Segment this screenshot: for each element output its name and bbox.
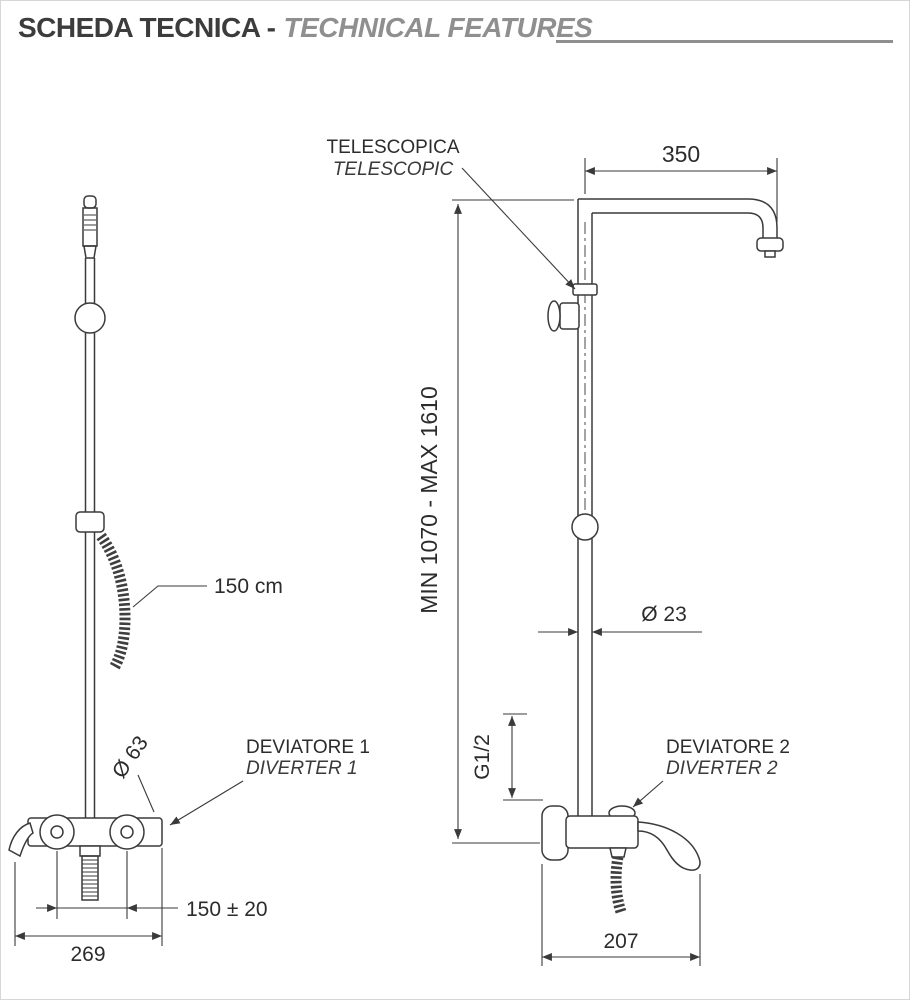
column-diameter-dimension: Ø 23 — [641, 603, 687, 626]
hose-length-dimension: 150 cm — [214, 575, 283, 598]
threaded-tail — [81, 855, 99, 901]
hose-connector — [609, 847, 627, 858]
wall-flange — [541, 805, 569, 861]
shower-head — [756, 237, 784, 258]
overall-width-dimension: 269 — [70, 943, 105, 966]
left-inlet-bell — [39, 814, 75, 850]
right-inlet-bell — [109, 814, 145, 850]
page-title-italian: SCHEDA TECNICA - — [18, 12, 276, 43]
shower-arm-inner-edge — [592, 212, 764, 238]
inlet-distance-dimension-lines — [36, 851, 178, 919]
slider-ring — [74, 302, 106, 334]
telescopic-joint-collar — [572, 283, 598, 296]
overall-depth-dimension: 207 — [603, 930, 638, 953]
overall-depth-dimension-lines — [541, 864, 701, 966]
height-range-dimension: MIN 1070 - MAX 1610 — [416, 386, 442, 614]
overall-width-dimension-lines — [14, 848, 163, 946]
diverter-2-label-en: DIVERTER 2 — [666, 758, 778, 779]
telescopic-leader-line — [461, 167, 576, 290]
outlet-neck — [79, 845, 101, 857]
page-title: SCHEDA TECNICA -TECHNICAL FEATURES — [18, 12, 593, 44]
mixer-lever — [8, 822, 34, 858]
diverter-2-leader-line — [632, 780, 664, 808]
hose-length-leader-line — [132, 585, 207, 608]
diverter-1-label-en: DIVERTER 1 — [246, 758, 358, 779]
height-range-dimension-lines — [452, 199, 574, 844]
arm-length-dimension: 350 — [662, 141, 700, 167]
telescopic-label-en: TELESCOPIC — [333, 159, 454, 180]
front-view-drawing — [8, 195, 163, 901]
bell-diameter-leader-line — [137, 774, 155, 813]
diverter-1-label-it: DEVIATORE 1 — [246, 737, 370, 758]
column-ring — [571, 513, 599, 541]
diverter-1-leader-line — [169, 780, 244, 826]
front-view-annotations: 150 cm Ø 63 DEVIATORE 1 DIVERTER 1 150 ±… — [14, 575, 370, 966]
thread-dimension-lines — [503, 713, 543, 801]
flexible-hose — [96, 532, 131, 671]
mixer-body-front — [8, 814, 163, 901]
telescopic-label-it: TELESCOPICA — [326, 137, 459, 158]
inlet-distance-dimension: 150 ± 20 — [186, 898, 268, 921]
mixer-body-side — [541, 805, 701, 914]
title-divider-line — [556, 40, 893, 43]
bell-diameter-dimension: Ø 63 — [108, 732, 153, 782]
diverter-2-label-it: DEVIATORE 2 — [666, 737, 790, 758]
arm-length-dimension-lines — [584, 158, 778, 222]
locking-knob — [547, 300, 580, 332]
hand-shower — [82, 195, 98, 259]
thread-size-label: G1/2 — [471, 734, 494, 780]
side-view-annotations: TELESCOPICA TELESCOPIC 350 MIN 1070 - MA… — [326, 137, 790, 966]
shower-arm-outer-edge — [578, 198, 778, 238]
side-view-drawing — [541, 198, 784, 914]
hose-bracket — [75, 511, 105, 533]
page-title-english: TECHNICAL FEATURES — [283, 12, 593, 43]
side-flexible-hose — [610, 856, 627, 914]
tub-spout — [637, 821, 701, 871]
